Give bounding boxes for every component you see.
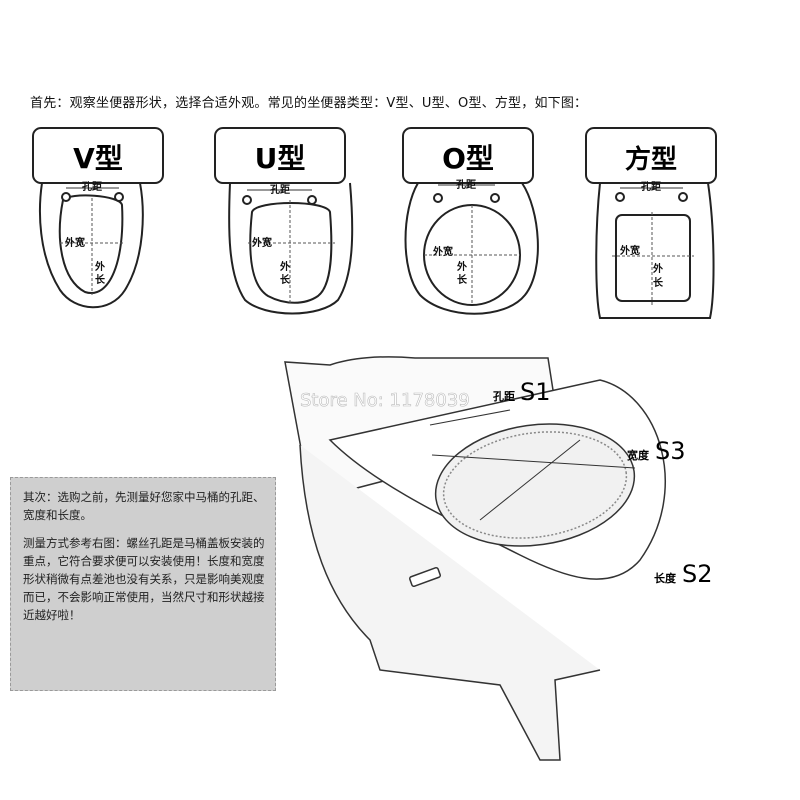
instruction-paragraph-1: 其次：选购之前，先测量好您家中马桶的孔距、宽度和长度。 (23, 490, 265, 522)
square-hole-label: 孔距 (641, 180, 661, 193)
v-width-label: 外宽 (64, 236, 85, 249)
s3-label: 宽度 (626, 448, 650, 462)
u-shape-diagram (214, 127, 354, 315)
measurement-diagram: Store No: 1178039 孔距 S1 宽度 S3 长度 S2 (284, 356, 713, 761)
u-hole-label: 孔距 (270, 183, 290, 196)
o-type-title: O型 (442, 142, 494, 175)
s2-line (479, 439, 581, 521)
u-length-label-2: 长 (280, 273, 291, 286)
s3-line (431, 454, 636, 469)
o-hole-label: 孔距 (456, 178, 476, 191)
square-length-label-2: 长 (653, 276, 664, 289)
o-width-label: 外宽 (432, 245, 453, 258)
intro-text: 首先：观察坐便器形状，选择合适外观。常见的坐便器类型：V型、U型、O型、方型，如… (30, 96, 588, 111)
v-hole-label: 孔距 (82, 180, 102, 193)
square-type-title: 方型 (625, 144, 677, 175)
square-length-label-1: 外 (652, 262, 663, 275)
v-length-label-1: 外 (94, 260, 105, 273)
square-width-label: 外宽 (619, 244, 640, 257)
u-width-label: 外宽 (251, 236, 272, 249)
s2-label: 长度 (654, 571, 677, 585)
v-length-label-2: 长 (95, 273, 106, 286)
v-shape-diagram (32, 127, 164, 309)
instruction-box: 其次：选购之前，先测量好您家中马桶的孔距、宽度和长度。 测量方式参考右图：螺丝孔… (10, 477, 276, 691)
u-type-title: U型 (255, 142, 306, 175)
instruction-paragraph-2: 测量方式参考右图：螺丝孔距是马桶盖板安装的重点，它符合要求便可以安装使用！长度和… (23, 536, 265, 622)
s3-code: S3 (655, 437, 686, 465)
s1-line (429, 409, 511, 426)
o-length-label-1: 外 (456, 260, 467, 273)
o-length-label-2: 长 (457, 273, 468, 286)
store-watermark: Store No: 1178039 (300, 390, 470, 411)
u-length-label-1: 外 (279, 260, 290, 273)
s1-code: S1 (520, 378, 551, 406)
shape-diagrams: V型 U型 O型 方型 孔距 孔距 孔距 孔距 外宽 外宽 外宽 外宽 外 长 … (32, 127, 717, 319)
square-shape-diagram (585, 127, 717, 319)
v-type-title: V型 (73, 142, 123, 175)
s2-code: S2 (682, 560, 713, 588)
s1-label: 孔距 (493, 390, 515, 403)
o-shape-diagram (402, 127, 539, 315)
toilet-drawing (284, 356, 666, 761)
